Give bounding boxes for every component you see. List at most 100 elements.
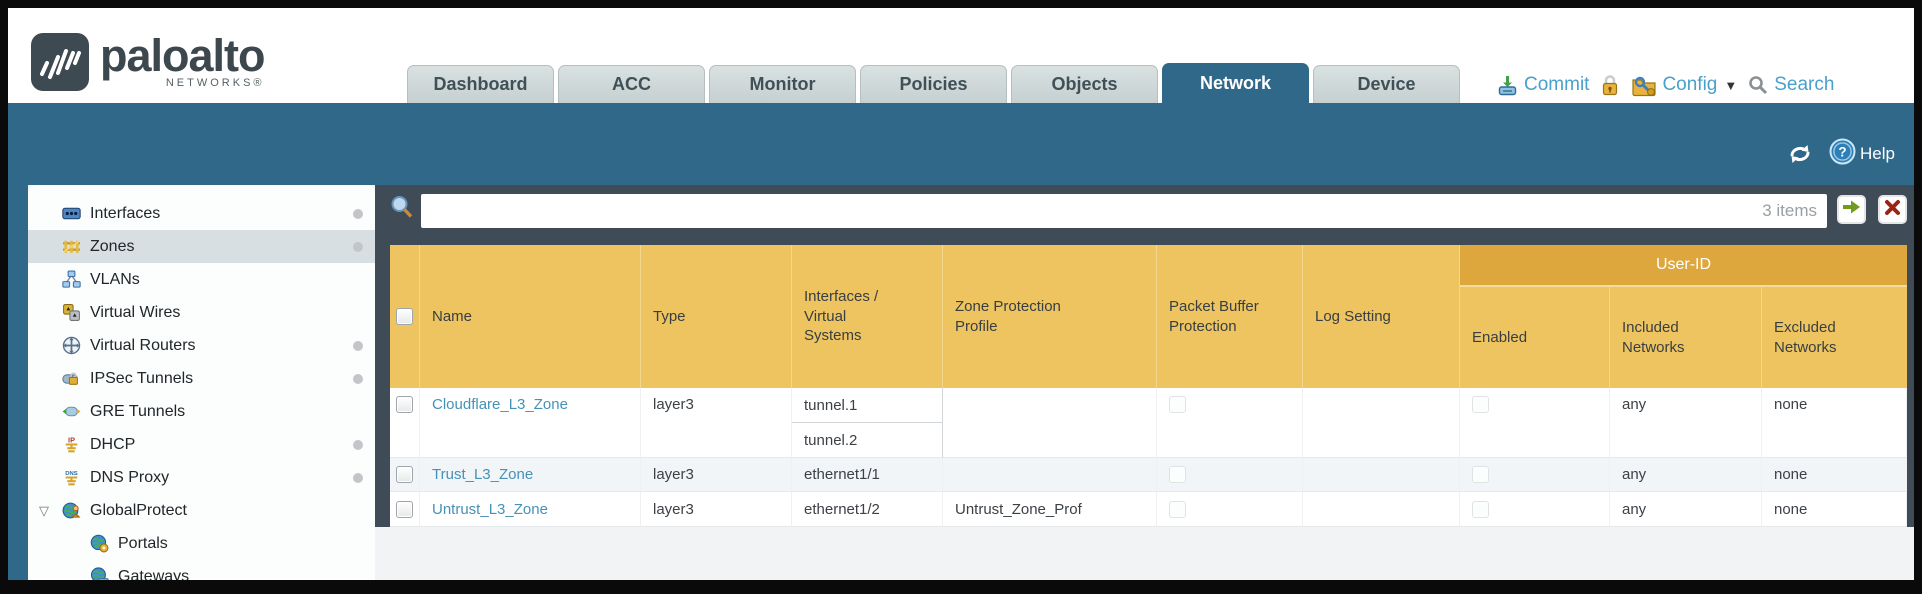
zone-name-cell: Cloudflare_L3_Zone (420, 388, 641, 458)
interface-cell-text: tunnel.1 (804, 396, 858, 414)
zone-name-cell: Untrust_L3_Zone (420, 492, 641, 527)
sidebar-item-gateways[interactable]: Gateways (28, 560, 375, 580)
packet-buffer-protection-cell (1157, 492, 1303, 527)
sidebar-item-label: Zones (90, 237, 135, 255)
sidebar-item-label: Gateways (118, 567, 190, 581)
close-x-icon (1884, 199, 1901, 221)
row-select-checkbox[interactable] (396, 466, 413, 483)
main-content: 3 items (375, 185, 1914, 580)
sidebar-item-portals[interactable]: Portals (28, 527, 375, 560)
commit-button[interactable]: Commit (1496, 74, 1589, 97)
row-select-checkbox[interactable] (396, 500, 413, 518)
included-networks-cell: any (1610, 388, 1762, 458)
vlans-icon (62, 270, 81, 289)
band-toolbar: ? Help (1786, 138, 1895, 170)
select-all-cell (390, 245, 420, 388)
arrow-right-icon (1842, 199, 1861, 220)
tab-label: Dashboard (433, 74, 528, 94)
column-header-log-setting[interactable]: Log Setting (1303, 245, 1460, 388)
search-button[interactable]: Search (1747, 74, 1834, 96)
select-all-checkbox[interactable] (396, 308, 413, 325)
item-indicator-dot (353, 373, 363, 384)
gateways-icon (90, 567, 109, 580)
user-id-enabled-checkbox[interactable] (1472, 466, 1489, 483)
packet-buffer-checkbox[interactable] (1169, 466, 1186, 483)
column-header-name[interactable]: Name (420, 245, 641, 388)
column-header-enabled[interactable]: Enabled (1460, 287, 1610, 388)
clear-filter-button[interactable] (1878, 195, 1907, 224)
tab-device[interactable]: Device (1313, 65, 1460, 103)
tab-dashboard[interactable]: Dashboard (407, 65, 554, 103)
zone-protection-profile-cell (943, 458, 1157, 492)
sidebar-item-virtual-routers[interactable]: Virtual Routers (28, 329, 375, 362)
log-setting-cell (1303, 458, 1460, 492)
column-header-excluded-networks[interactable]: Excluded Networks (1762, 287, 1907, 388)
help-button[interactable]: ? Help (1829, 138, 1895, 170)
column-header-interfaces[interactable]: Interfaces / Virtual Systems (792, 245, 943, 388)
zones-table-wrap: Name Type Interfaces / Virtual Systems Z… (375, 245, 1914, 527)
ipsec-tunnels-icon (62, 369, 81, 388)
user-id-enabled-checkbox[interactable] (1472, 396, 1489, 413)
help-icon: ? (1829, 138, 1856, 170)
user-id-group-header: User-ID (1460, 245, 1907, 287)
expand-arrow-icon[interactable]: ▽ (39, 502, 49, 518)
sidebar-item-label: DHCP (90, 435, 136, 453)
sidebar-item-globalprotect[interactable]: ▽GlobalProtect (28, 494, 375, 527)
tab-label: Network (1199, 73, 1271, 93)
sidebar-item-gre-tunnels[interactable]: GRE Tunnels (28, 395, 375, 428)
zone-name-cell-text[interactable]: Trust_L3_Zone (432, 466, 534, 483)
search-icon (1747, 74, 1769, 96)
sidebar-item-vlans[interactable]: VLANs (28, 263, 375, 296)
included-networks-cell: any (1610, 458, 1762, 492)
interfaces-icon (62, 204, 81, 223)
brand-subtext: NETWORKS® (165, 77, 265, 90)
column-header-packet-buffer-protection[interactable]: Packet Buffer Protection (1157, 245, 1303, 388)
paloalto-logo: paloalto NETWORKS® (30, 32, 266, 92)
interface-cell: ethernet1/2 (792, 492, 943, 527)
packet-buffer-checkbox[interactable] (1169, 500, 1186, 518)
zone-type-cell: layer3 (641, 492, 792, 527)
excluded-networks-cell: none (1762, 388, 1907, 458)
portals-icon (90, 534, 109, 553)
zones-icon (62, 237, 81, 256)
filter-input[interactable] (421, 202, 1763, 220)
tab-label: Device (1357, 74, 1416, 94)
lock-button[interactable] (1599, 73, 1621, 97)
row-select-checkbox[interactable] (396, 396, 413, 413)
virtual-routers-icon (62, 336, 81, 355)
user-id-enabled-checkbox[interactable] (1472, 500, 1489, 518)
sidebar-item-virtual-wires[interactable]: Virtual Wires (28, 296, 375, 329)
interface-cell: tunnel.1 (792, 388, 943, 423)
tab-monitor[interactable]: Monitor (709, 65, 856, 103)
apply-filter-button[interactable] (1837, 195, 1866, 224)
globalprotect-icon (62, 501, 81, 520)
column-header-included-networks[interactable]: Included Networks (1610, 287, 1762, 388)
tab-label: Policies (899, 74, 968, 94)
tab-network[interactable]: Network (1162, 63, 1309, 103)
tab-acc[interactable]: ACC (558, 65, 705, 103)
column-header-zone-protection-profile[interactable]: Zone Protection Profile (943, 245, 1157, 388)
zone-name-cell-text[interactable]: Cloudflare_L3_Zone (432, 396, 568, 413)
filter-search-icon (389, 194, 415, 220)
excluded-networks-cell: none (1762, 458, 1907, 492)
zone-type-cell: layer3 (641, 388, 792, 458)
top-header: paloalto NETWORKS® Dashboard ACC Monitor Po… (8, 8, 1914, 103)
included-networks-cell: any (1610, 492, 1762, 527)
sidebar-item-ipsec-tunnels[interactable]: IPSec Tunnels (28, 362, 375, 395)
sidebar-item-label: GRE Tunnels (90, 402, 186, 420)
column-header-type[interactable]: Type (641, 245, 792, 388)
config-button[interactable]: Config ▼ (1631, 73, 1737, 97)
packet-buffer-checkbox[interactable] (1169, 396, 1186, 413)
tab-label: Monitor (749, 74, 816, 94)
sidebar-item-zones[interactable]: Zones (28, 230, 375, 263)
tab-policies[interactable]: Policies (860, 65, 1007, 103)
refresh-button[interactable] (1786, 141, 1814, 167)
tab-objects[interactable]: Objects (1011, 65, 1158, 103)
log-setting-cell (1303, 388, 1460, 458)
sidebar-item-interfaces[interactable]: Interfaces (28, 197, 375, 230)
zone-name-cell-text[interactable]: Untrust_L3_Zone (432, 500, 548, 518)
sidebar-item-label: IPSec Tunnels (90, 369, 194, 387)
